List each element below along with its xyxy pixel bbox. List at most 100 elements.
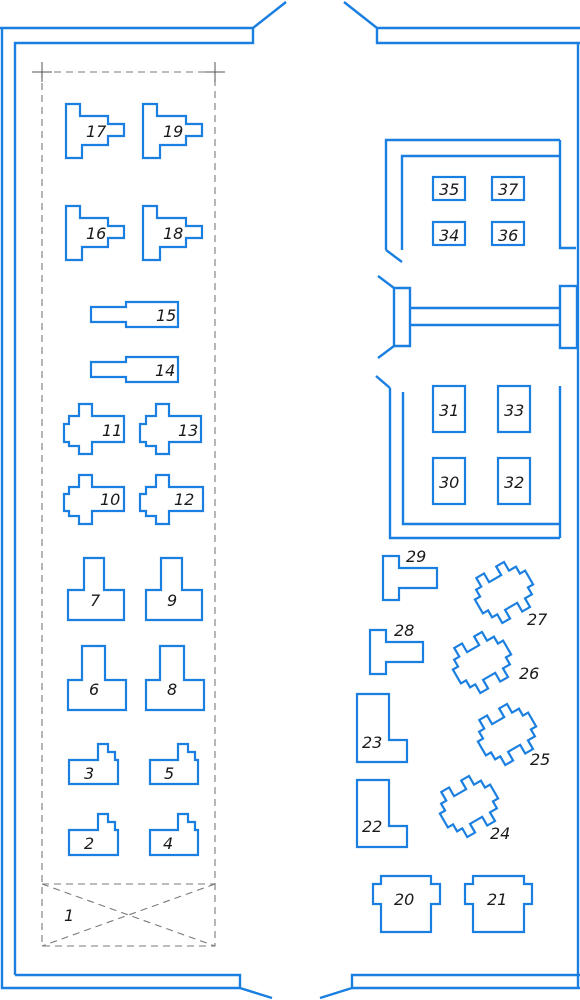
label-20: 20 xyxy=(394,890,414,909)
label-21: 21 xyxy=(487,890,507,909)
label-15: 15 xyxy=(156,306,176,325)
label-25: 25 xyxy=(530,750,550,769)
machine-32-outline xyxy=(496,456,532,506)
machine-8: 8 xyxy=(144,644,206,712)
machine-29-outline xyxy=(381,554,439,602)
machine-33: 33 xyxy=(496,384,532,434)
machine-10: 10 xyxy=(62,473,126,526)
machine-37-outline xyxy=(490,175,526,202)
machine-34: 34 xyxy=(431,220,467,247)
machine-4: 4 xyxy=(148,812,200,857)
lower-room-door xyxy=(375,375,391,389)
label-26: 26 xyxy=(519,664,539,683)
label-2: 2 xyxy=(84,834,94,853)
lower-room xyxy=(375,375,562,540)
machine-16: 16 xyxy=(64,204,126,262)
lower-room-inner xyxy=(401,392,560,526)
middle-corridor xyxy=(377,275,579,359)
machine-5: 5 xyxy=(148,742,200,786)
label-5: 5 xyxy=(164,764,174,783)
machine-18: 18 xyxy=(141,204,204,262)
wall-bottom-right xyxy=(319,973,580,1000)
machine-23-outline xyxy=(355,692,409,764)
label-29: 29 xyxy=(406,547,426,566)
label-14: 14 xyxy=(155,361,175,380)
machine-22: 22 xyxy=(355,778,409,849)
label-11: 11 xyxy=(102,421,122,440)
machine-18-outline xyxy=(141,204,204,262)
machine-8-outline xyxy=(144,644,206,712)
machine-36: 36 xyxy=(490,220,526,247)
wall-top-left-inner xyxy=(13,28,255,975)
storage-diagonal-b xyxy=(41,883,216,947)
machine-22-outline xyxy=(355,778,409,849)
label-10: 10 xyxy=(100,490,120,509)
machine-15-outline xyxy=(89,300,180,329)
machine-21-outline xyxy=(463,874,534,934)
label-35: 35 xyxy=(439,180,459,199)
machine-19-outline xyxy=(141,102,204,160)
machine-13-outline xyxy=(138,402,203,456)
machine-32: 32 xyxy=(496,456,532,506)
label-28: 28 xyxy=(394,621,414,640)
machine-6-outline xyxy=(66,644,128,712)
machine-10-outline xyxy=(62,473,126,526)
upper-room xyxy=(384,138,576,263)
machine-24 xyxy=(438,774,500,839)
machine-23: 23 xyxy=(355,692,409,764)
machine-11: 11 xyxy=(62,402,126,456)
machine-33-outline xyxy=(496,384,532,434)
machine-16-outline xyxy=(64,204,126,262)
machine-34-outline xyxy=(431,220,467,247)
machine-27-outline xyxy=(473,560,535,625)
upper-room-outer xyxy=(384,138,560,250)
label-32: 32 xyxy=(504,473,524,492)
machine-14: 14 xyxy=(89,355,180,384)
machine-28: 28 xyxy=(368,621,425,676)
machine-7-outline xyxy=(66,556,126,622)
machine-7: 7 xyxy=(66,556,126,622)
label-22: 22 xyxy=(362,817,382,836)
machine-24-outline xyxy=(438,774,500,839)
machine-17: 17 xyxy=(64,102,126,160)
machine-15: 15 xyxy=(89,300,180,329)
label-7: 7 xyxy=(90,591,101,610)
machine-2-outline xyxy=(67,812,120,857)
machine-9-outline xyxy=(144,556,204,622)
machine-12-outline xyxy=(138,473,205,526)
lower-room-outer xyxy=(388,388,560,540)
wall-bottom-left xyxy=(15,973,273,1000)
label-19: 19 xyxy=(163,122,183,141)
wall-top-right xyxy=(343,1,580,30)
machine-13: 13 xyxy=(138,402,203,456)
upper-room-right xyxy=(558,140,576,250)
machine-26 xyxy=(451,630,513,695)
machine-6: 6 xyxy=(66,644,128,712)
machine-27 xyxy=(473,560,535,625)
machine-35: 35 xyxy=(431,175,467,202)
machine-26-outline xyxy=(451,630,513,695)
machine-25 xyxy=(476,702,538,767)
machine-19: 19 xyxy=(141,102,204,160)
label-1: 1 xyxy=(64,906,74,925)
machine-36-outline xyxy=(490,220,526,247)
machine-31-outline xyxy=(431,384,467,434)
label-27: 27 xyxy=(527,610,548,629)
machine-3-outline xyxy=(67,742,120,786)
upper-room-door xyxy=(385,249,403,263)
label-9: 9 xyxy=(167,591,177,610)
machine-28-outline xyxy=(368,628,425,676)
label-6: 6 xyxy=(89,680,99,699)
label-3: 3 xyxy=(84,764,94,783)
label-4: 4 xyxy=(163,834,173,853)
machine-9: 9 xyxy=(144,556,204,622)
storage-diagonal-a xyxy=(41,883,216,947)
corridor-right-post xyxy=(558,284,579,350)
machine-20-outline xyxy=(371,874,442,934)
wall-top-left xyxy=(0,1,287,30)
label-24: 24 xyxy=(490,824,510,843)
machine-2: 2 xyxy=(67,812,120,857)
machine-14-outline xyxy=(89,355,180,384)
